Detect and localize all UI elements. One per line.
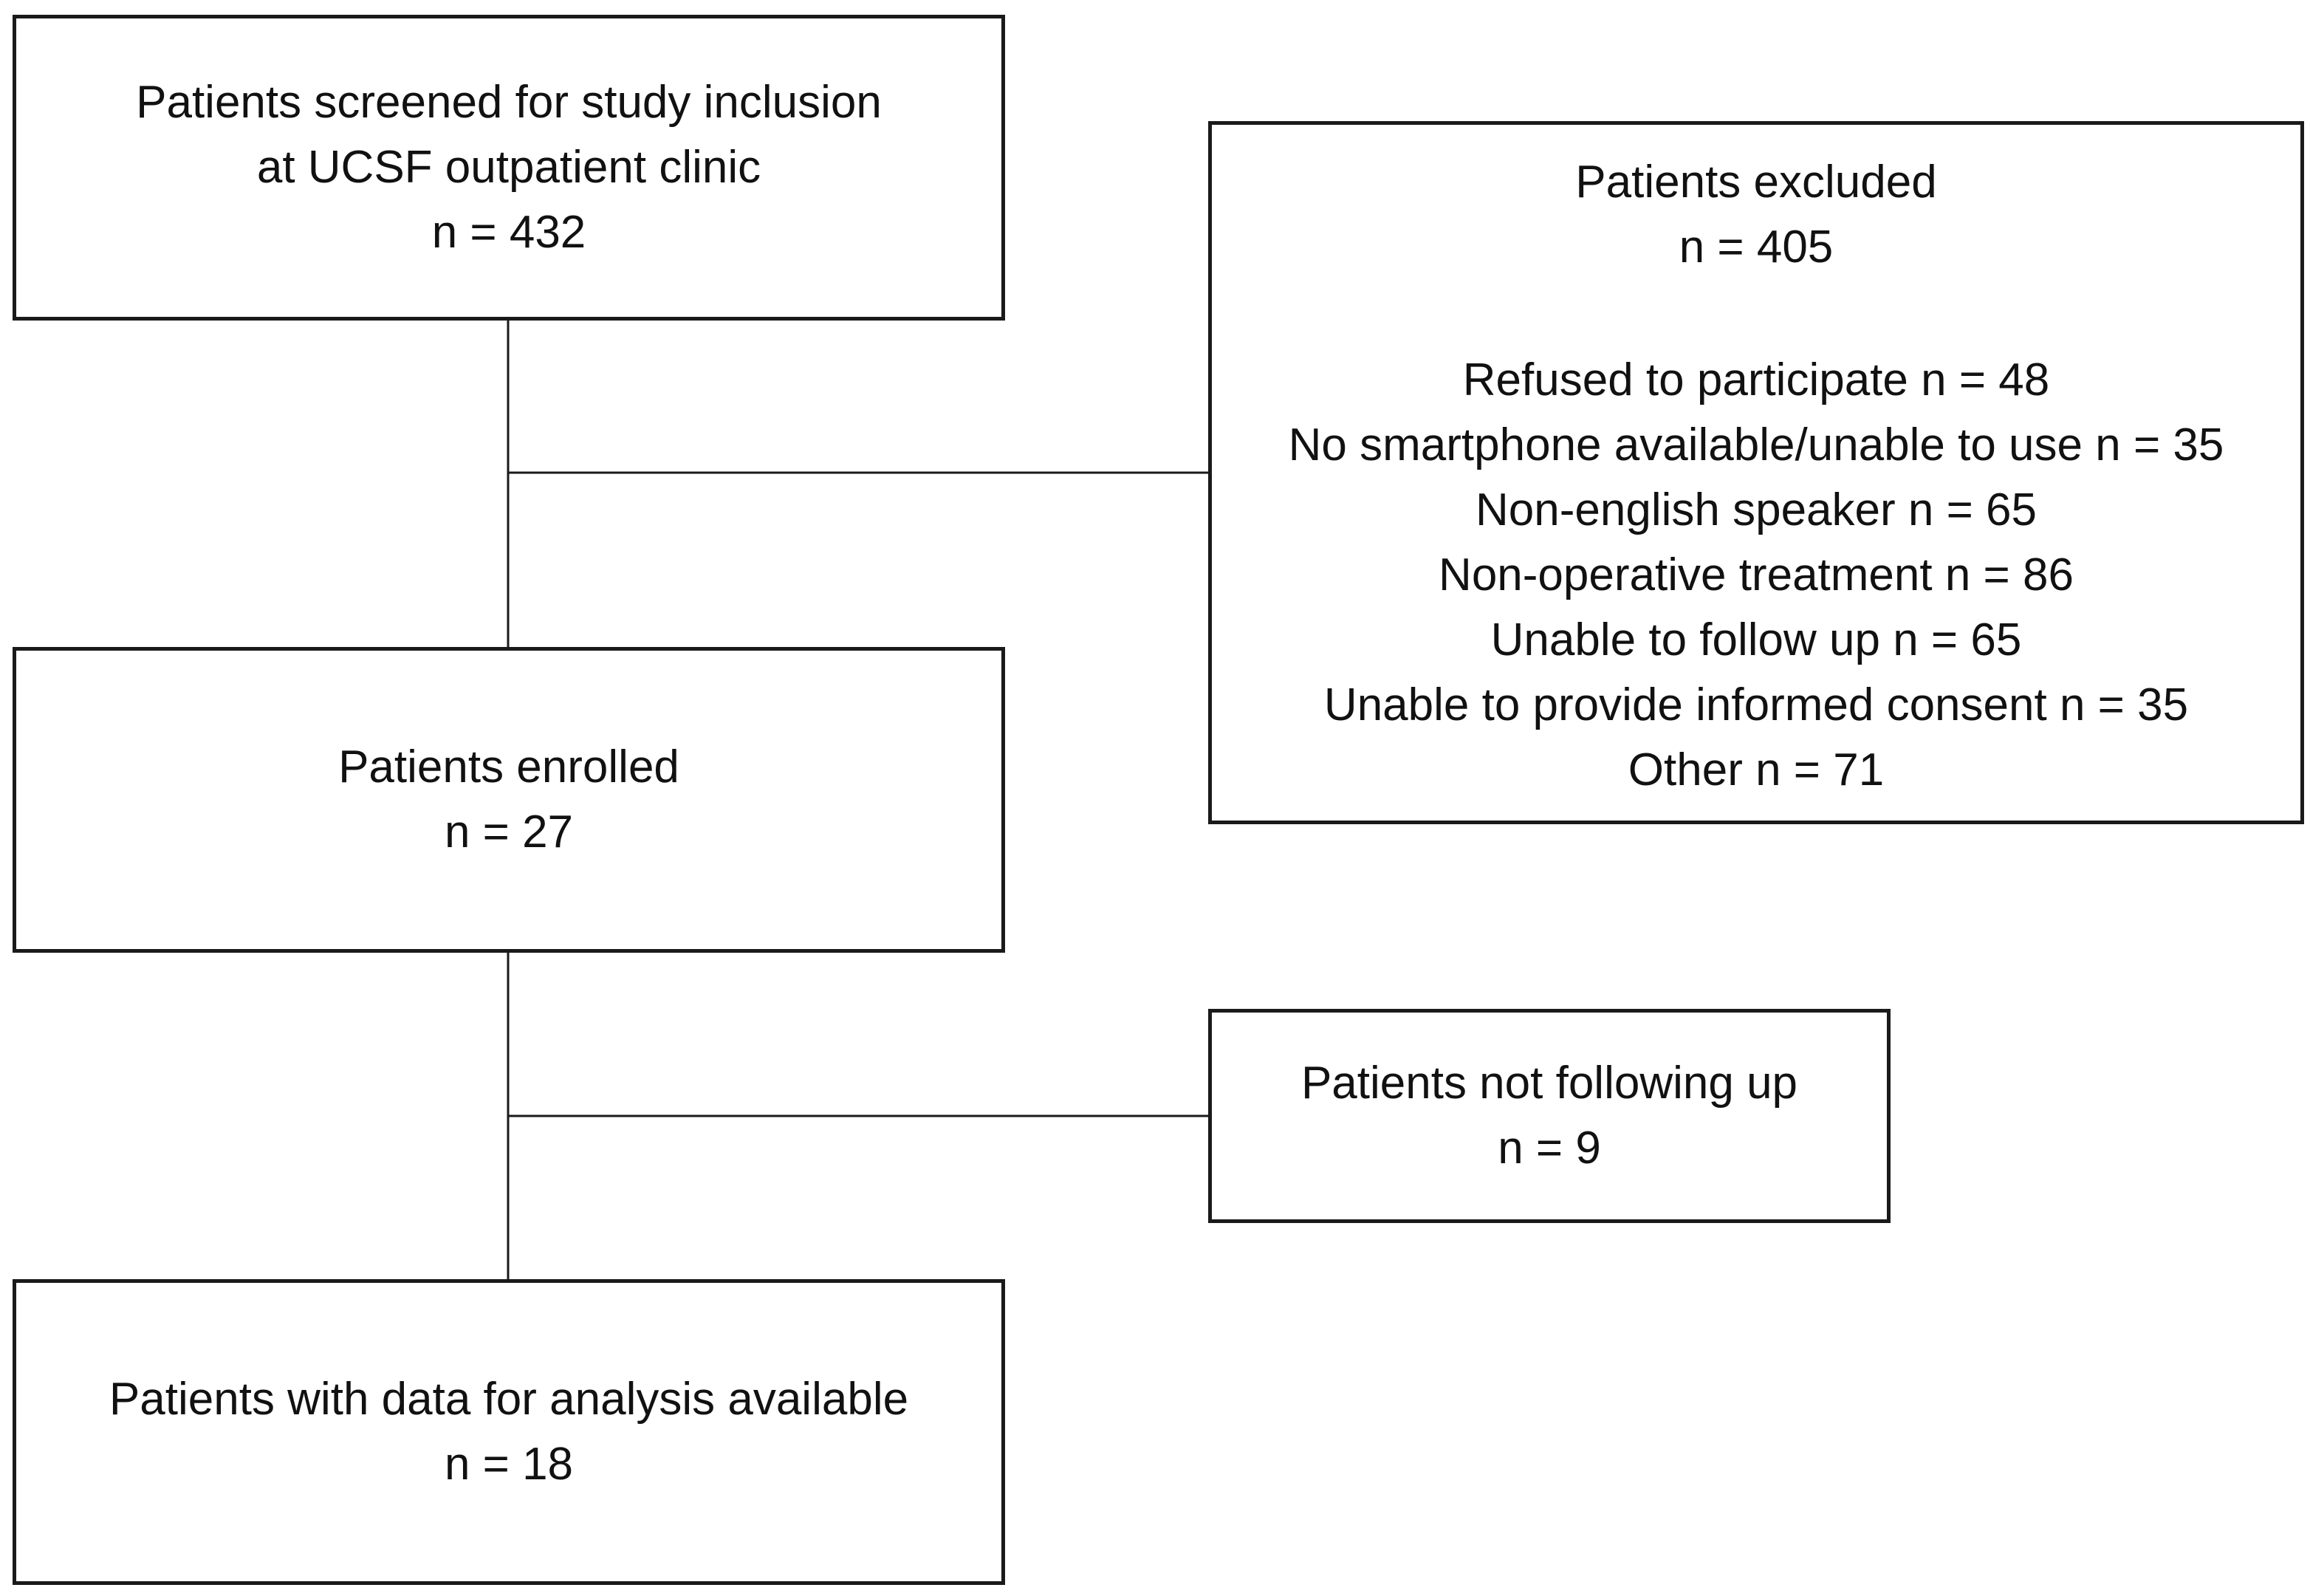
excluded-reason-non-english: Non-english speaker n = 65 [1476,484,2037,535]
enrolled-title: Patients enrolled [338,742,679,792]
screened-line-2: at UCSF outpatient clinic [256,142,761,193]
not-following-count: n = 9 [1498,1123,1601,1174]
excluded-box: Patients excluded n = 405 Refused to par… [1208,121,2304,824]
analysis-title: Patients with data for analysis availabl… [109,1374,909,1425]
excluded-reason-non-operative: Non-operative treatment n = 86 [1439,549,2074,600]
excluded-title: Patients excluded [1575,157,1937,208]
excluded-reason-unable-follow-up: Unable to follow up n = 65 [1490,614,2022,665]
enrolled-box: Patients enrolled n = 27 [13,647,1005,953]
analysis-box: Patients with data for analysis availabl… [13,1279,1005,1585]
screened-box: Patients screened for study inclusion at… [13,15,1005,321]
screened-count: n = 432 [431,207,586,258]
excluded-count: n = 405 [1679,222,1834,273]
screened-line-1: Patients screened for study inclusion [136,77,882,128]
excluded-reason-other: Other n = 71 [1628,744,1885,795]
not-following-box: Patients not following up n = 9 [1208,1009,1891,1223]
enrolled-count: n = 27 [444,806,574,857]
excluded-reason-no-smartphone: No smartphone available/unable to use n … [1288,419,2224,470]
excluded-reason-no-consent: Unable to provide informed consent n = 3… [1323,679,2189,730]
not-following-title: Patients not following up [1300,1058,1798,1109]
excluded-reason-refused: Refused to participate n = 48 [1462,355,2050,405]
analysis-count: n = 18 [444,1439,574,1490]
